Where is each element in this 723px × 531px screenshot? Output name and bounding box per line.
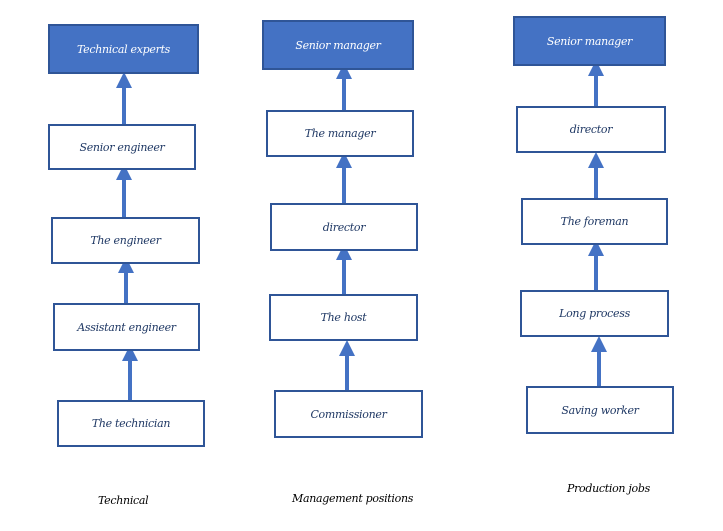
technical-caption: Technical	[98, 494, 149, 507]
management-level-2-box: The manager	[266, 110, 414, 157]
production-level-4-box: Long process	[520, 290, 669, 337]
management-caption: Management positions	[292, 492, 414, 505]
management-level-4-box: The host	[269, 294, 418, 341]
production-caption: Production jobs	[567, 482, 650, 495]
technical-level-3-box: The engineer	[51, 217, 200, 264]
technical-level-5-box: The technician	[57, 400, 205, 447]
production-level-1-box: Senior manager	[513, 16, 666, 66]
management-level-3-box: director	[270, 203, 418, 251]
production-level-2-box: director	[516, 106, 666, 153]
technical-level-1-box: Technical experts	[48, 24, 199, 74]
management-level-1-box: Senior manager	[262, 20, 414, 70]
technical-level-2-box: Senior engineer	[48, 124, 196, 170]
production-level-5-box: Saving worker	[526, 386, 674, 434]
technical-level-4-box: Assistant engineer	[53, 303, 200, 351]
production-level-3-box: The foreman	[521, 198, 668, 245]
management-level-5-box: Commissioner	[274, 390, 423, 438]
